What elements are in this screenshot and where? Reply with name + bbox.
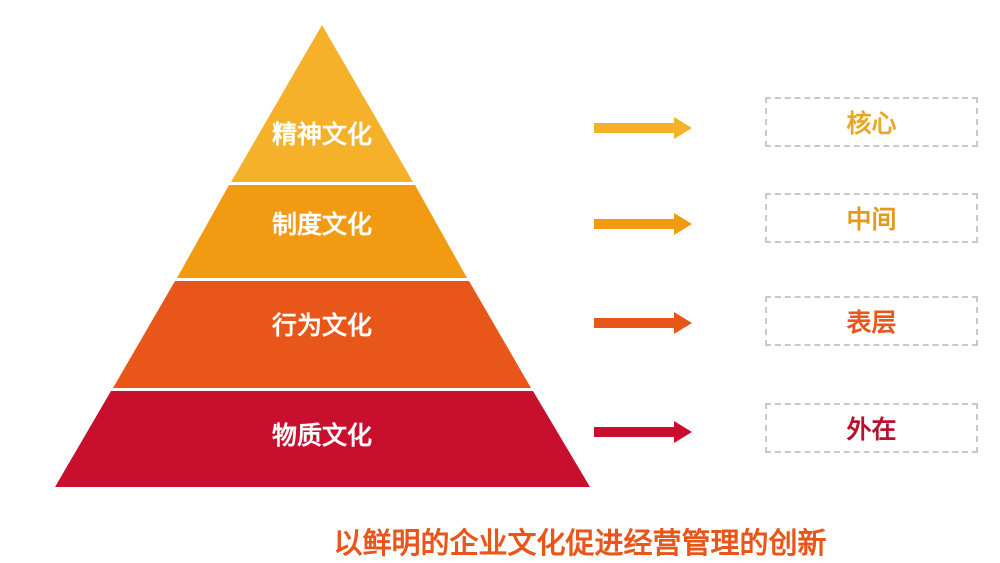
tag-label: 表层 <box>846 308 897 337</box>
tag-label: 外在 <box>846 415 897 444</box>
pyramid-layer-institutional <box>177 185 467 278</box>
arrow-right-icon <box>594 421 692 443</box>
tag-box-middle: 中间 <box>765 193 978 243</box>
tag-label: 中间 <box>846 205 897 234</box>
pyramid-layer-behavioral <box>113 281 531 388</box>
arrow-right-icon <box>594 213 692 235</box>
arrow-right-icon <box>594 117 692 139</box>
pyramid-layer-material <box>55 391 590 487</box>
tag-box-surface: 表层 <box>765 296 978 346</box>
level-label-material: 物质文化 <box>271 421 372 450</box>
arrow-right-icon <box>594 312 692 334</box>
level-label-institutional: 制度文化 <box>271 210 372 239</box>
level-label-behavioral: 行为文化 <box>271 311 372 340</box>
level-label-spiritual: 精神文化 <box>271 120 372 149</box>
pyramid-layer-spiritual <box>231 25 413 182</box>
caption: 以鲜明的企业文化促进经营管理的创新 <box>333 526 827 560</box>
tag-label: 核心 <box>846 109 897 138</box>
tag-box-core: 核心 <box>765 97 978 147</box>
tag-box-external: 外在 <box>765 403 978 453</box>
